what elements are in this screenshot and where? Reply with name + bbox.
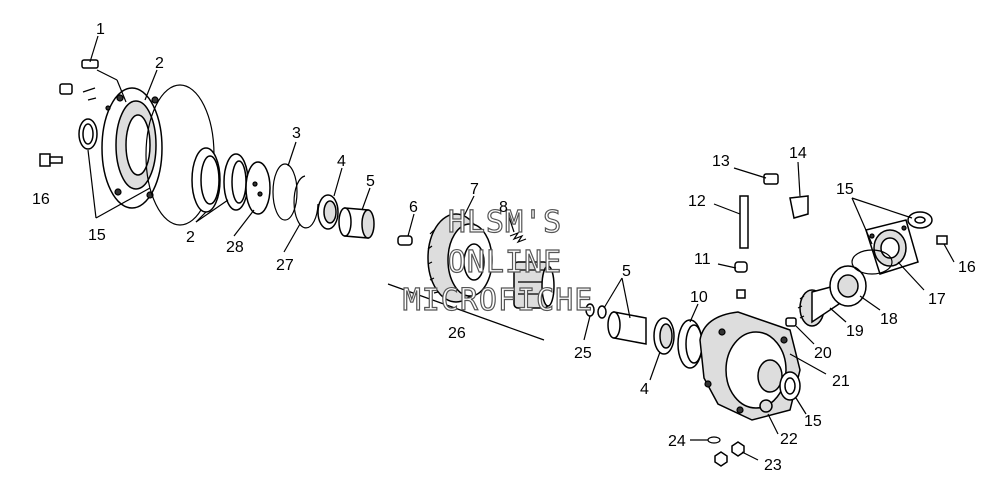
part-15-seal-upper xyxy=(907,211,933,229)
callout-7: 7 xyxy=(470,181,479,198)
callout-15-lower-right: 15 xyxy=(804,413,822,430)
callout-15-left: 15 xyxy=(88,227,106,244)
watermark-line-2: ONLINE xyxy=(448,245,562,280)
part-24-washer xyxy=(707,436,721,444)
part-2-bearing-race xyxy=(191,147,249,213)
part-6-pin xyxy=(397,235,413,246)
callout-22: 22 xyxy=(780,431,798,448)
o-ring-small xyxy=(851,249,893,275)
callout-11: 11 xyxy=(694,251,711,268)
part-11-nut xyxy=(734,261,748,299)
part-16-bolt-left xyxy=(39,153,63,167)
part-13-screw xyxy=(763,173,779,185)
part-21-gear-case xyxy=(699,311,801,421)
part-26-differential-carrier xyxy=(513,261,555,309)
callout-1: 1 xyxy=(96,21,105,38)
callout-2-top: 2 xyxy=(155,55,164,72)
callout-20: 20 xyxy=(814,345,832,362)
callout-5-left: 5 xyxy=(366,173,375,190)
callout-16-left: 16 xyxy=(32,191,50,208)
callout-21: 21 xyxy=(832,373,850,390)
part-15-seal-right-lower xyxy=(779,371,801,401)
watermark-line-3: MICROFICHE xyxy=(403,283,594,318)
part-10-bearing-cup xyxy=(677,319,703,369)
part-16-bolt-right xyxy=(936,235,948,245)
part-15-seal-left xyxy=(78,118,98,150)
part-28-thrust-washer xyxy=(245,161,271,215)
leader-lines xyxy=(87,35,955,461)
callout-28: 28 xyxy=(226,239,244,256)
callout-12: 12 xyxy=(688,193,706,210)
callout-6: 6 xyxy=(409,199,418,216)
callout-4-left: 4 xyxy=(337,153,346,170)
callout-18: 18 xyxy=(880,311,898,328)
part-7-ring-gear xyxy=(427,213,493,303)
part-14-bracket xyxy=(789,195,809,219)
callout-16-right: 16 xyxy=(958,259,976,276)
part-25-small-washer xyxy=(585,303,607,319)
callout-23: 23 xyxy=(764,457,782,474)
part-27-snap-ring xyxy=(293,175,319,229)
part-4-bearing-right xyxy=(653,317,675,355)
part-4-bearing-left xyxy=(317,194,339,230)
part-5-sleeve-right xyxy=(607,311,647,345)
callout-13: 13 xyxy=(712,153,730,170)
callout-4-right: 4 xyxy=(640,381,649,398)
part-5-sleeve-left xyxy=(338,207,375,239)
watermark-line-1: HLSM'S xyxy=(448,205,562,240)
callout-17: 17 xyxy=(928,291,946,308)
callout-labels: 1 2 2 3 4 4 5 5 6 7 8 10 11 12 13 14 15 … xyxy=(32,21,976,474)
part-12-shaft xyxy=(739,195,749,249)
callout-8: 8 xyxy=(499,199,508,216)
part-8-spring xyxy=(509,231,527,244)
part-18-bearing xyxy=(829,265,867,307)
part-2-cover-housing xyxy=(101,87,163,209)
callout-24: 24 xyxy=(668,433,686,450)
callout-5-right: 5 xyxy=(622,263,631,280)
part-22-plug xyxy=(759,399,773,413)
callout-3: 3 xyxy=(292,125,301,142)
part-20-key xyxy=(785,317,797,327)
part-23-drain-bolt xyxy=(714,441,745,467)
watermark: HLSM'S ONLINE MICROFICHE xyxy=(402,204,594,318)
callout-15-upper-right: 15 xyxy=(836,181,854,198)
callout-2-bottom: 2 xyxy=(186,229,195,246)
part-3-snap-ring xyxy=(272,163,298,221)
callout-27: 27 xyxy=(276,257,294,274)
callout-26: 26 xyxy=(448,325,466,342)
callout-14: 14 xyxy=(789,145,807,162)
callout-19: 19 xyxy=(846,323,864,340)
callout-10: 10 xyxy=(690,289,708,306)
part-1-dowel-pin xyxy=(59,59,99,101)
callout-25: 25 xyxy=(574,345,592,362)
part-17-flange-cover xyxy=(865,219,919,275)
